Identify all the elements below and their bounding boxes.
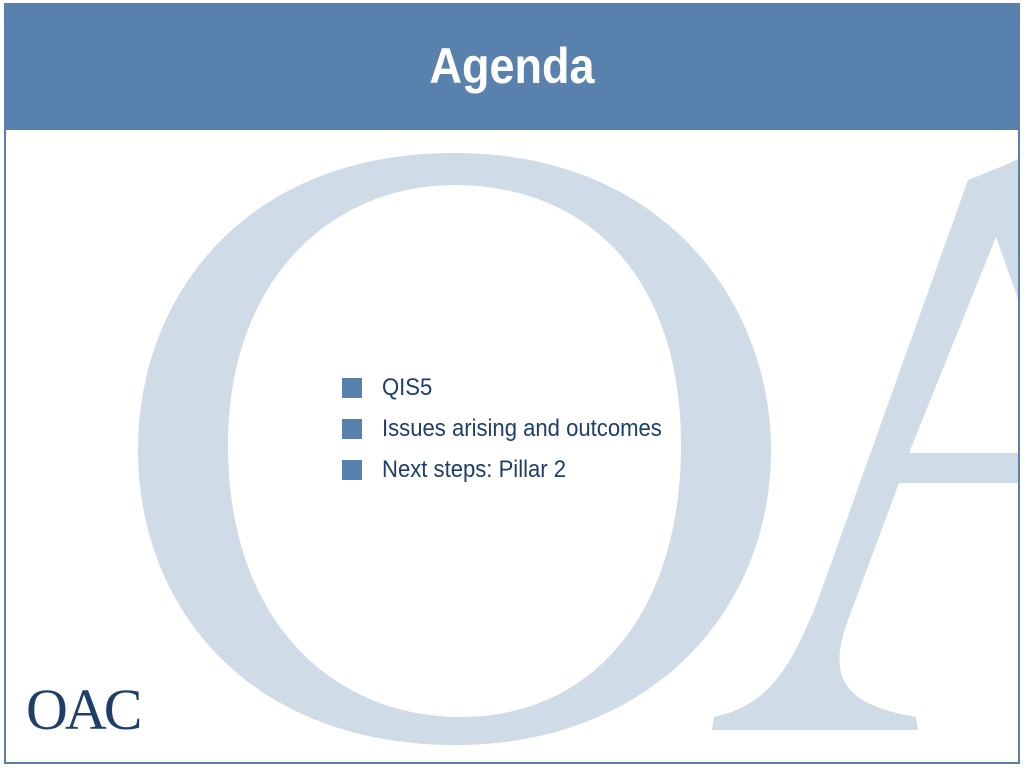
square-bullet-icon: [342, 377, 362, 398]
agenda-item: Next steps: Pillar 2: [342, 449, 686, 490]
agenda-item: Issues arising and outcomes: [342, 408, 686, 449]
agenda-item: QIS5: [342, 367, 686, 408]
square-bullet-icon: [342, 418, 362, 439]
agenda-item-text: Issues arising and outcomes: [382, 414, 662, 442]
square-bullet-icon: [342, 459, 362, 480]
agenda-list: QIS5 Issues arising and outcomes Next st…: [342, 367, 686, 490]
agenda-item-text: QIS5: [382, 373, 433, 401]
slide: Agenda QIS5 Issues arising and outcomes …: [4, 3, 1020, 764]
oac-logo: OAC: [26, 677, 142, 742]
oac-watermark-graphic: [138, 153, 1018, 745]
slide-title: Agenda: [429, 38, 595, 94]
title-bar: Agenda: [6, 5, 1018, 130]
agenda-item-text: Next steps: Pillar 2: [382, 455, 567, 483]
watermark-letter-a: [712, 158, 1018, 730]
